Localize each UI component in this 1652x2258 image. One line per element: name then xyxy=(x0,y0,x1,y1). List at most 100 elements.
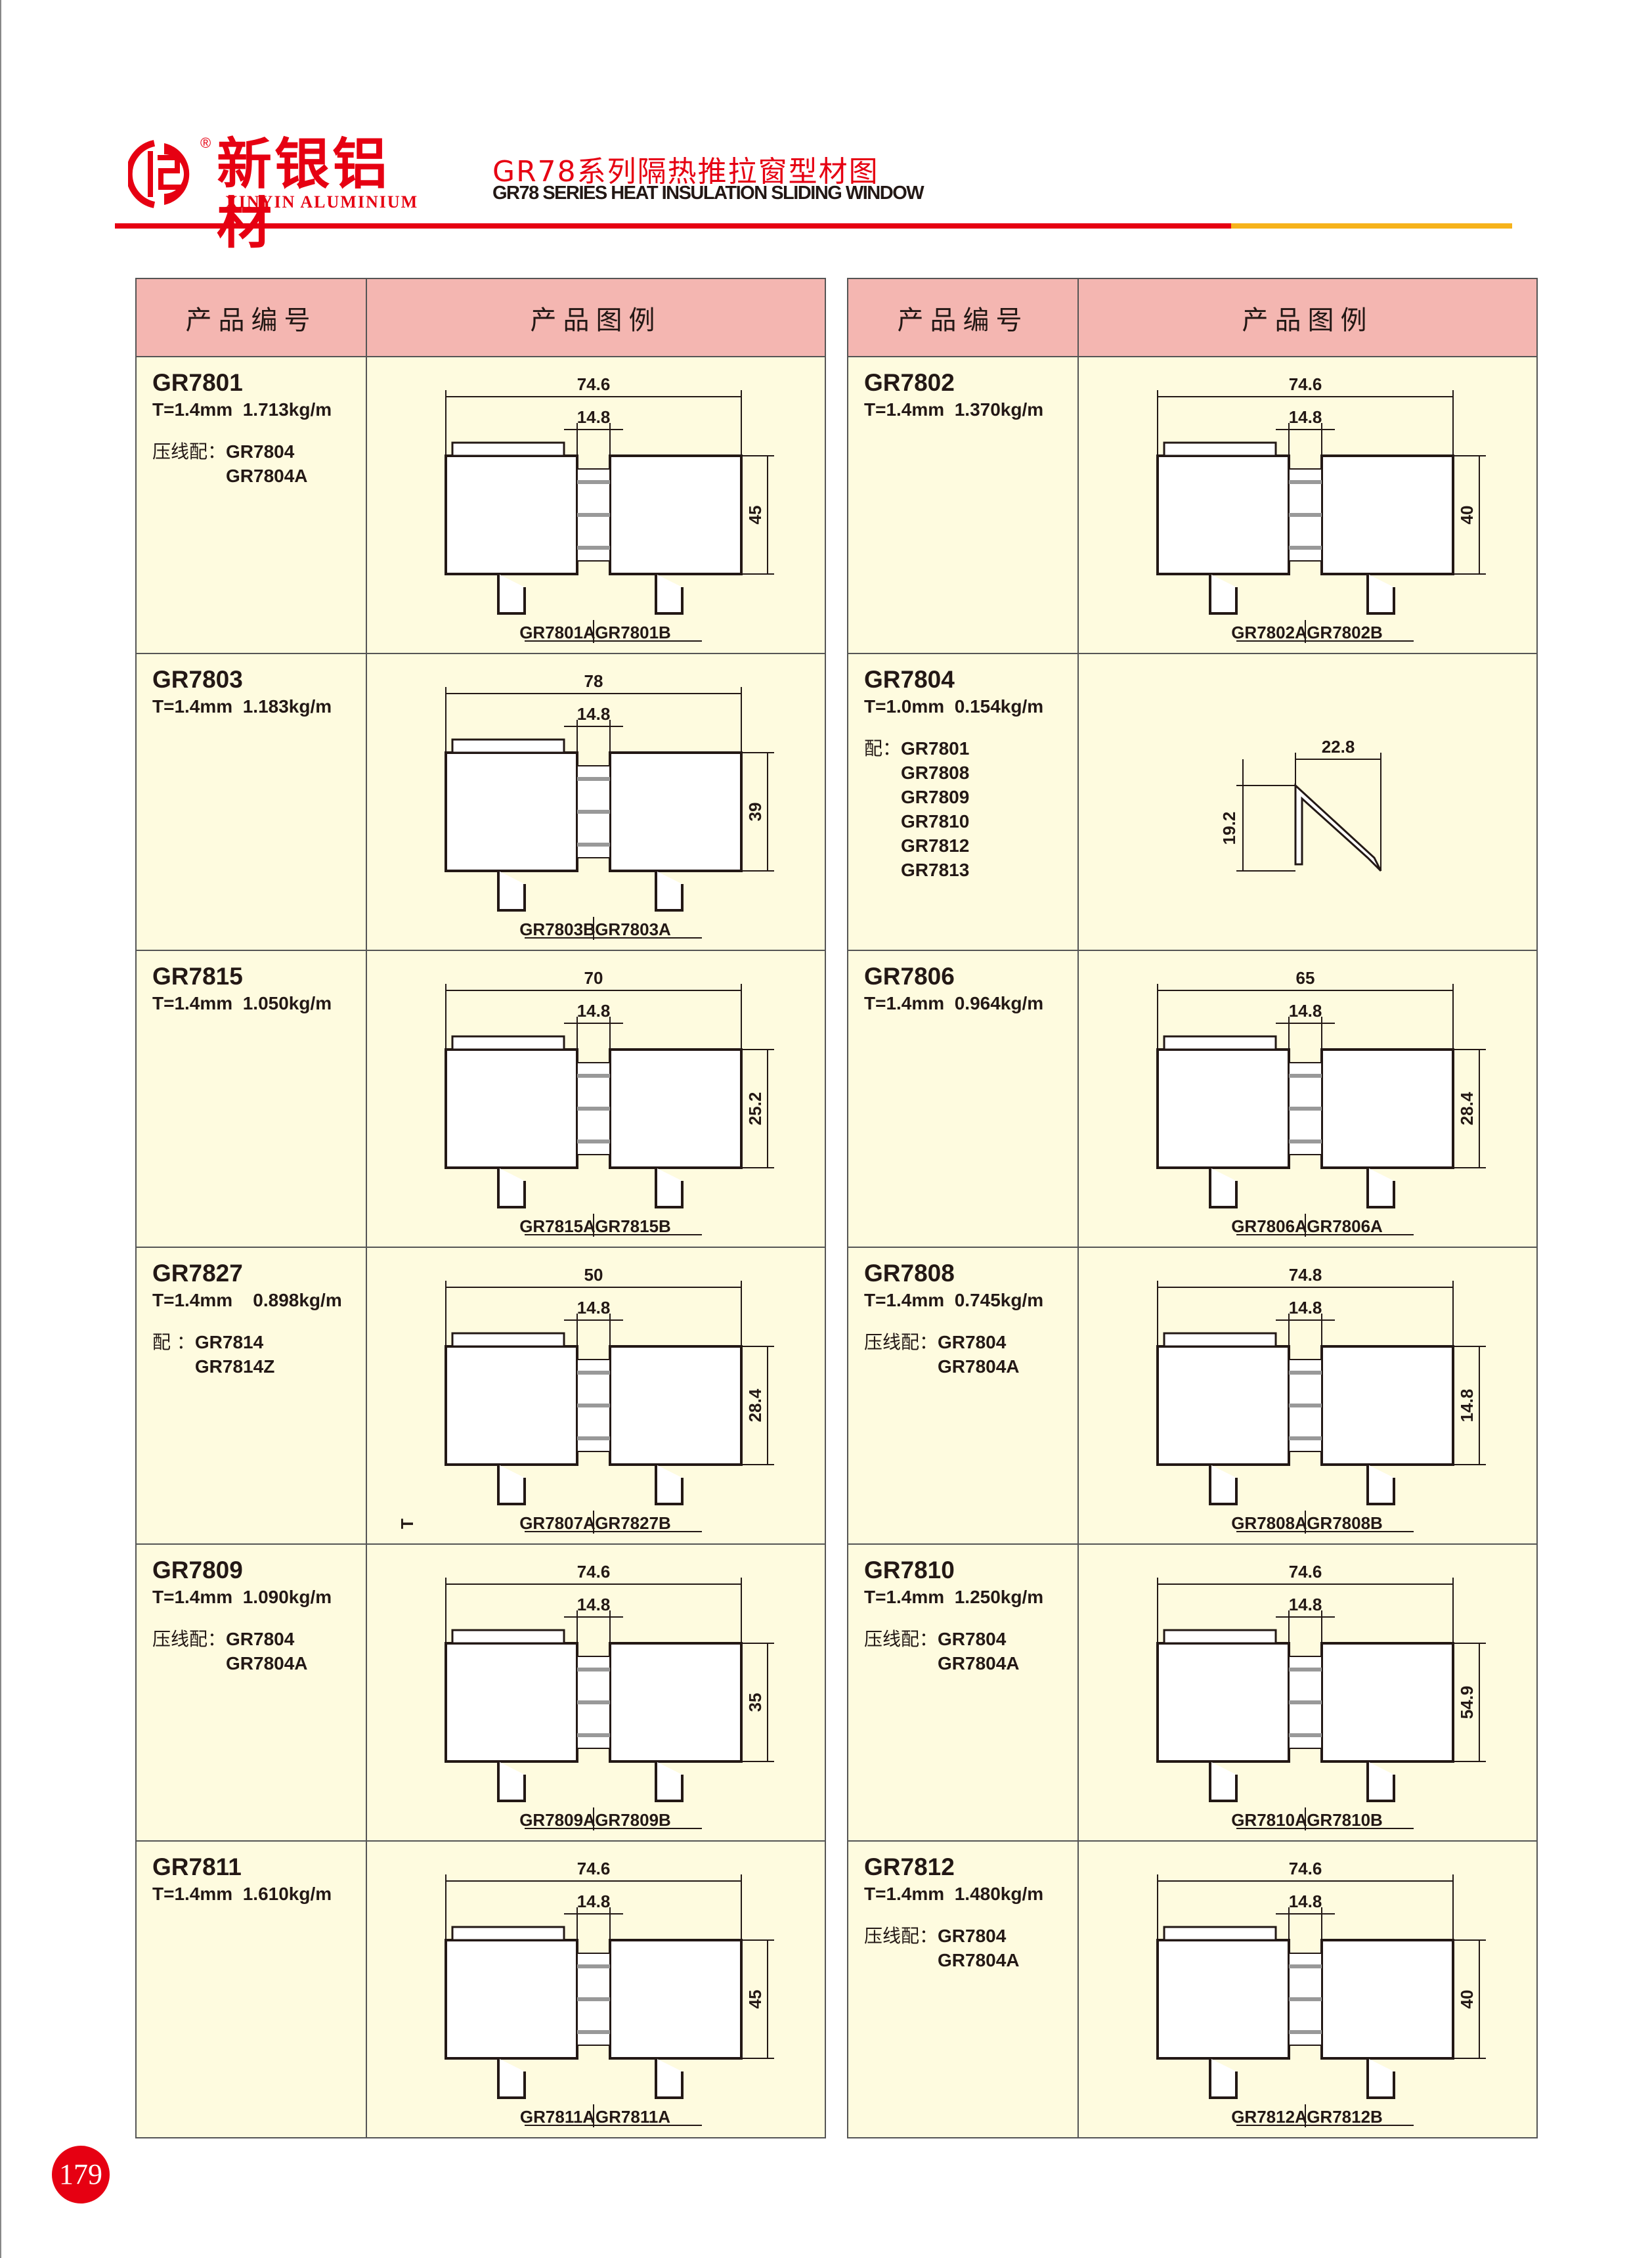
dimension-width: 74.6 xyxy=(577,1859,611,1878)
profile-outline xyxy=(445,1345,578,1466)
dimension-line xyxy=(1236,620,1414,643)
profile-outline xyxy=(451,1926,565,1941)
product-spec: T=1.4mm 1.713kg/m xyxy=(152,399,332,420)
profile-outline xyxy=(497,1465,526,1505)
dimension-strip: 14.8 xyxy=(1289,1001,1322,1021)
dimension-line xyxy=(445,984,742,1050)
product-spec: T=1.4mm 1.610kg/m xyxy=(152,1884,332,1904)
brand-logo: ® 新银铝材 XINYIN ALUMINIUM xyxy=(128,135,443,253)
profile-outline xyxy=(1163,1629,1277,1645)
dimension-line xyxy=(525,917,702,940)
product-spec: T=1.4mm 0.898kg/m xyxy=(152,1290,342,1310)
dimension-line xyxy=(1276,1314,1335,1346)
profile-outline xyxy=(1209,574,1238,615)
product-spec: T=1.4mm 1.090kg/m xyxy=(152,1587,332,1607)
part-label-b: GR7815B xyxy=(595,1216,671,1236)
profile-outline xyxy=(609,751,743,872)
dimension-width: 74.6 xyxy=(1289,1859,1322,1878)
page-title-en: GR78 SERIES HEAT INSULATION SLIDING WIND… xyxy=(492,183,924,204)
compatible-item: GR7804 xyxy=(938,1926,1007,1946)
part-label-a: GR7808A xyxy=(1231,1513,1307,1533)
dimension-line xyxy=(1276,1907,1335,1940)
dimension-height: 40 xyxy=(1457,506,1477,525)
dimension-line xyxy=(564,1907,623,1940)
part-label-a: GR7811A xyxy=(520,2107,595,2127)
dimension-strip: 14.8 xyxy=(1289,1595,1322,1614)
profile-outline xyxy=(445,1642,578,1763)
thermal-strip xyxy=(1289,1074,1322,1143)
compatible-label: 压线配： xyxy=(864,1925,938,1947)
profile-outline xyxy=(1209,1465,1238,1505)
product-code: GR7808 xyxy=(864,1260,955,1287)
compatible-item: GR7804A xyxy=(226,466,308,486)
part-label-b: GR7811A xyxy=(596,2107,670,2127)
dimension-strip: 14.8 xyxy=(577,1595,611,1614)
dimension-line xyxy=(1157,984,1454,1050)
profile-outline xyxy=(1209,1168,1238,1208)
thermal-strip xyxy=(577,1074,610,1143)
dimension-line xyxy=(564,1314,623,1346)
dimension-line xyxy=(741,1346,774,1465)
compatible-label: 压线配： xyxy=(864,1331,938,1353)
page-edge xyxy=(0,0,1,2258)
page-number: 179 xyxy=(52,2146,110,2203)
thermal-strip xyxy=(1289,480,1322,550)
compatible-item: GR7808 xyxy=(901,763,970,783)
dimension-strip: 14.8 xyxy=(577,704,611,724)
page-title-cn: GR78系列隔热推拉窗型材图 xyxy=(492,155,879,188)
profile-outline xyxy=(609,1642,743,1763)
compatible-label: 配 ： xyxy=(152,1331,195,1353)
profile-outline xyxy=(1156,1642,1290,1763)
profile-outline xyxy=(1156,1939,1290,2060)
dimension-height: 35 xyxy=(745,1693,765,1712)
dimension-line xyxy=(564,423,623,456)
compatible-item: GR7812 xyxy=(901,835,970,856)
dimension-line xyxy=(1276,1017,1335,1050)
dimension-width: 78 xyxy=(584,671,603,691)
product-code: GR7827 xyxy=(152,1260,243,1287)
product-code: GR7810 xyxy=(864,1557,955,1583)
dimension-line xyxy=(525,1511,702,1534)
part-label-a: GR7810A xyxy=(1231,1810,1307,1830)
profile-outline xyxy=(451,1629,565,1645)
dimension-line xyxy=(1276,423,1335,456)
compatible-label: 压线配： xyxy=(864,1628,938,1650)
dimension-height: 14.8 xyxy=(1457,1389,1477,1423)
dimension-line xyxy=(564,1610,623,1643)
thermal-strip xyxy=(1289,1371,1322,1440)
thermal-strip xyxy=(577,480,610,550)
profile-outline xyxy=(655,871,684,912)
dimension-line xyxy=(1236,1214,1414,1237)
header-rule-red xyxy=(115,223,1231,229)
header-rule-yellow xyxy=(1231,223,1512,229)
dimension-height: 19.2 xyxy=(1219,812,1239,845)
profile-outline xyxy=(1163,1035,1277,1051)
profile-outline xyxy=(1366,574,1395,615)
dimension-line xyxy=(1453,1939,1486,2059)
dimension-line xyxy=(741,455,774,575)
dimension-width: 74.6 xyxy=(577,374,611,394)
dimension-line xyxy=(1236,1511,1414,1534)
dimension-height: 28.4 xyxy=(745,1388,765,1422)
thermal-strip xyxy=(1289,1668,1322,1737)
